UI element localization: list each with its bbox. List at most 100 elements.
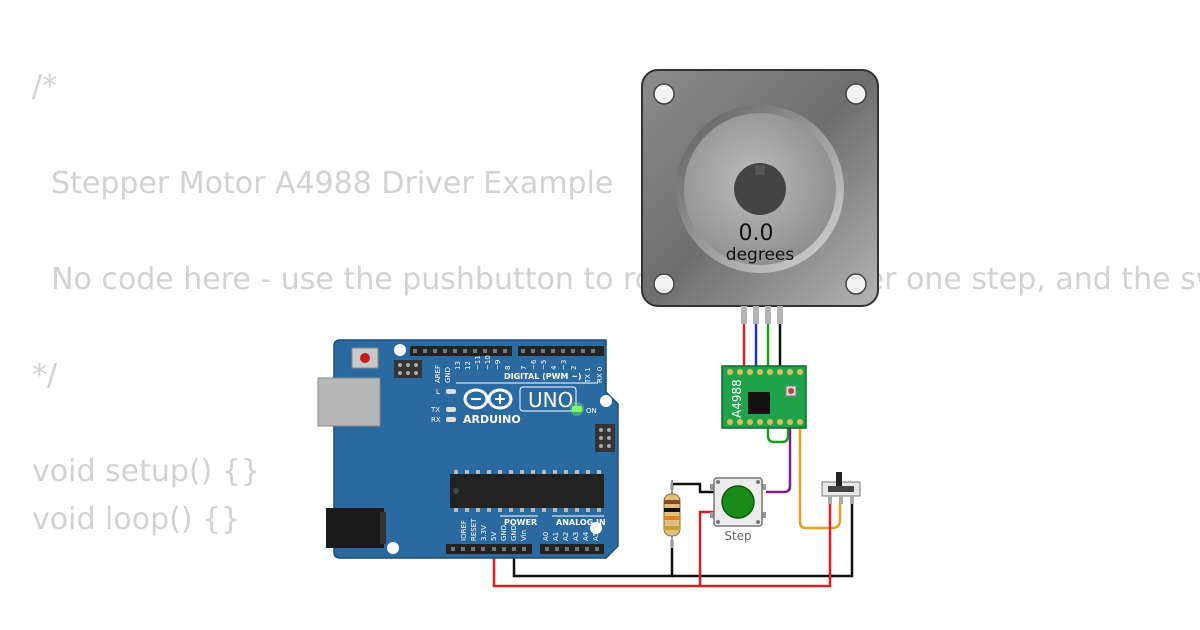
switch-lever[interactable]	[836, 472, 842, 486]
led-l-label: L	[436, 388, 440, 396]
led-tx-label: TX	[430, 406, 440, 414]
led-rx-label: RX	[431, 416, 441, 424]
digital-pin-0: RX 0	[596, 367, 604, 383]
power-pin-vin: Vin	[520, 530, 528, 541]
arduino-brand: ARDUINO	[463, 413, 521, 426]
analog-pin-a5: A5	[592, 532, 600, 541]
arduino-uno[interactable]: AREF GND 13 12 ~11 ~10 ~9 8 7 ~6 ~5 4 ~3…	[317, 339, 619, 559]
wire-5v-red-button[interactable]	[698, 510, 714, 586]
reset-button-cap[interactable]	[360, 353, 370, 363]
led-rx	[446, 417, 456, 422]
digital-pin-4: 4	[550, 365, 558, 370]
power-pin-ioref: IOREF	[460, 520, 468, 541]
analog-pin-a4: A4	[582, 531, 590, 541]
digital-pin-6: ~6	[530, 359, 538, 370]
driver-label: A4988	[730, 379, 744, 418]
icsp-header-top	[394, 360, 422, 378]
power-pin-gnd-2: GND	[510, 525, 518, 541]
digital-pin-1: TX 1	[584, 367, 592, 384]
digital-pin-9: ~9	[494, 360, 502, 370]
motor-pin-1	[741, 306, 747, 324]
analog-header	[540, 544, 604, 554]
pot-screw	[788, 388, 794, 394]
wire-driver-loop[interactable]	[766, 426, 790, 444]
band-2	[664, 508, 680, 512]
digital-pin-12: 12	[464, 361, 472, 370]
led-on	[572, 406, 582, 412]
mount-hole-bl	[653, 273, 675, 295]
direction-slide-switch[interactable]	[821, 472, 861, 504]
digital-pin-2: 2	[570, 366, 578, 370]
bottom-header-pins	[451, 547, 599, 551]
digital-header-1	[410, 346, 512, 356]
digital-pin-13: 13	[454, 361, 462, 370]
mount-hole-br	[845, 273, 867, 295]
analog-pin-a0: A0	[542, 532, 550, 541]
stepper-motor[interactable]: 0.0 degrees	[641, 69, 879, 324]
button-cap[interactable]	[721, 485, 755, 519]
resistor[interactable]	[663, 480, 681, 548]
digital-pin-8: 8	[504, 366, 512, 370]
motor-pin-2	[753, 306, 759, 324]
wire-5v-red[interactable]	[492, 502, 832, 588]
power-pin-reset: RESET	[470, 518, 478, 541]
wire-gnd-black-switch[interactable]	[672, 502, 854, 578]
power-pin-3v3: 3.3V	[480, 525, 488, 541]
button-label: Step	[724, 529, 751, 543]
arduino-hole-1	[394, 344, 406, 356]
digital-pin-10: ~10	[484, 355, 492, 370]
led-l	[446, 389, 456, 394]
arduino-hole-3	[387, 542, 399, 554]
label-gnd-top: GND	[444, 367, 452, 383]
uno-badge	[519, 386, 577, 412]
arduino-hole-2	[590, 522, 602, 534]
label-aref: AREF	[434, 365, 442, 383]
step-pushbutton[interactable]: Step	[710, 477, 766, 543]
driver-pins-bottom	[727, 419, 803, 425]
digital-pin-11: ~11	[474, 355, 482, 370]
wire-gnd-black[interactable]	[512, 540, 674, 578]
code-line-1: /*	[32, 69, 58, 104]
power-pin-5v: 5V	[490, 532, 498, 541]
led-tx	[446, 407, 456, 412]
motor-pin-4	[777, 306, 783, 324]
driver-pins-top	[727, 369, 803, 375]
band-1	[664, 500, 680, 504]
power-header	[446, 544, 532, 554]
mount-hole-tr	[845, 83, 867, 105]
analog-pin-a2: A2	[562, 532, 570, 541]
a4988-driver[interactable]: A4988	[721, 365, 807, 429]
shaft-key	[755, 165, 765, 175]
driver-chip	[748, 392, 770, 414]
wire-resistor-button[interactable]	[670, 482, 714, 494]
arduino-hole-4	[600, 395, 612, 407]
power-jack	[326, 508, 384, 548]
code-line-3: Stepper Motor A4988 Driver Example	[32, 166, 614, 201]
motor-angle-unit: degrees	[726, 245, 795, 265]
wire-step-purple[interactable]	[766, 426, 792, 494]
icsp-header-right	[595, 424, 615, 452]
mount-hole-tl	[653, 83, 675, 105]
band-4	[664, 526, 680, 530]
power-header-label: POWER	[504, 518, 537, 527]
digital-pin-5: ~5	[540, 360, 548, 370]
motor-pin-3	[765, 306, 771, 324]
analog-pin-a3: A3	[572, 532, 580, 541]
usb-port	[317, 377, 381, 427]
digital-pin-7: 7	[520, 366, 528, 370]
arduino-logo	[463, 388, 513, 410]
led-on-label: ON	[586, 407, 597, 415]
motor-shaft	[734, 163, 786, 215]
digital-pin-3: ~3	[560, 360, 568, 370]
band-3	[664, 516, 680, 520]
code-line-9: void setup() {}	[32, 454, 261, 489]
code-line-10: void loop() {}	[32, 502, 241, 537]
code-line-7: */	[32, 358, 58, 393]
wire-dir-orange[interactable]	[798, 426, 842, 530]
analog-pin-a1: A1	[552, 532, 560, 541]
atmega-chip	[450, 470, 604, 512]
arduino-model: UNO	[528, 388, 573, 412]
digital-header-pins	[413, 349, 595, 353]
analog-header-label: ANALOG IN	[556, 518, 606, 527]
